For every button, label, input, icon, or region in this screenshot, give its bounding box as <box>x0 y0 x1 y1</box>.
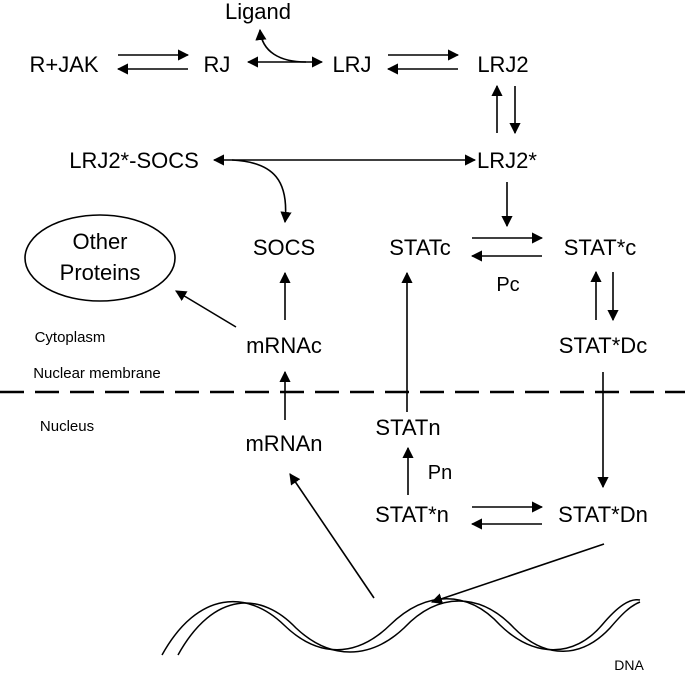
dna-strand-1 <box>161 598 641 656</box>
other-proteins-ellipse <box>24 214 176 302</box>
stat-star-c-node: STAT*c <box>564 235 637 260</box>
nucleus-label: Nucleus <box>40 418 94 435</box>
mrnac-node: mRNAc <box>246 333 322 358</box>
other-proteins-label-line1: Other <box>72 229 127 254</box>
statstardn-to-dna-arrow <box>430 543 605 605</box>
lrj-node: LRJ <box>332 52 371 77</box>
pn-label: Pn <box>428 462 452 484</box>
ligand-curve-arrow <box>255 28 307 63</box>
mrnan-node: mRNAn <box>245 431 322 456</box>
dna-label: DNA <box>614 657 644 673</box>
ligand-node: Ligand <box>225 0 291 24</box>
dna-strand-2 <box>177 600 641 656</box>
dna-to-mrnan-arrow <box>289 473 375 599</box>
lrj2-node: LRJ2 <box>477 52 528 77</box>
cytoplasm-label: Cytoplasm <box>35 329 106 346</box>
statc-node: STATc <box>389 235 451 260</box>
stat-star-dn-node: STAT*Dn <box>558 502 648 527</box>
lrj2-socs-node: LRJ2*-SOCS <box>69 148 199 173</box>
stat-star-n-node: STAT*n <box>375 502 449 527</box>
lrj2-star-node: LRJ2* <box>477 148 537 173</box>
socs-binding-curve-arrow <box>231 159 292 224</box>
statn-node: STATn <box>375 415 440 440</box>
pc-label: Pc <box>496 274 519 296</box>
socs-node: SOCS <box>253 235 315 260</box>
mrnac-to-other-proteins-arrow <box>175 290 237 328</box>
stat-star-dc-node: STAT*Dc <box>559 333 647 358</box>
r-jak-node: R+JAK <box>29 52 98 77</box>
nuclear-membrane-label: Nuclear membrane <box>33 365 161 382</box>
other-proteins-label-line2: Proteins <box>60 260 141 285</box>
rj-node: RJ <box>204 52 231 77</box>
